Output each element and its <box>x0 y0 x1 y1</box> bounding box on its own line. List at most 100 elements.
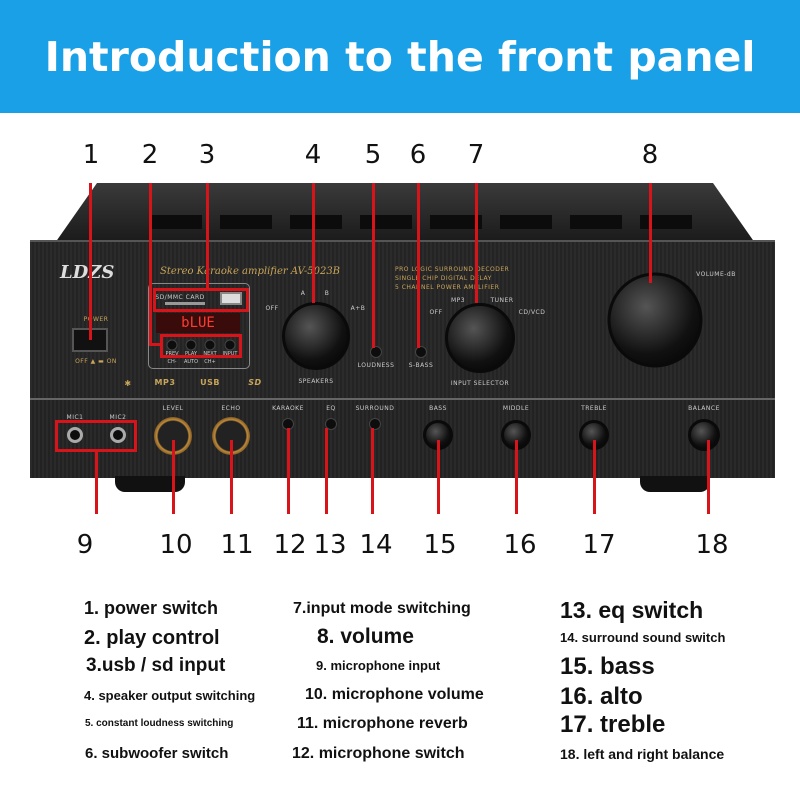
callout-number: 15 <box>423 530 457 560</box>
legend-item: 17. treble <box>560 711 666 738</box>
speakers-knob[interactable] <box>282 302 350 370</box>
input-label: INPUT <box>222 351 238 357</box>
callout-number: 7 <box>467 140 485 170</box>
next-button[interactable] <box>204 339 216 351</box>
callout-number: 14 <box>359 530 393 560</box>
speaker-pos: OFF <box>265 305 279 312</box>
callout-line-6 <box>417 183 420 348</box>
brand-logo: LDZS <box>60 262 115 283</box>
surround-label: SURROUND <box>355 405 395 412</box>
legend-item: 8. volume <box>317 625 414 648</box>
callout-number: 11 <box>220 530 254 560</box>
feature-text: PRO LOGIC SURROUND DECODER <box>395 266 510 273</box>
legend-item: 12. microphone switch <box>292 745 465 762</box>
callout-line-5 <box>372 183 375 348</box>
legend-item: 15. bass <box>560 653 655 680</box>
legend-item: 14. surround sound switch <box>560 630 726 645</box>
amplifier-top-cover <box>55 183 755 243</box>
callout-number: 9 <box>76 530 94 560</box>
legend-item: 2. play control <box>84 627 220 649</box>
callout-number: 18 <box>695 530 729 560</box>
legend-item: 13. eq switch <box>560 597 704 623</box>
callout-line-7 <box>475 183 478 303</box>
speaker-pos: A <box>300 290 306 297</box>
speaker-pos: A+B <box>350 305 366 312</box>
callout-line-18 <box>707 440 710 514</box>
mp3-logo: MP3 <box>154 378 176 387</box>
volume-label: VOLUME-dB <box>696 271 736 278</box>
foot <box>115 476 185 492</box>
echo-label: ECHO <box>221 405 241 412</box>
input-pos: MP3 <box>450 297 466 304</box>
mic1-jack[interactable] <box>67 427 83 443</box>
power-label: POWER <box>83 316 109 323</box>
callout-number: 3 <box>198 140 216 170</box>
surround-button[interactable] <box>369 418 381 430</box>
middle-label: MIDDLE <box>502 405 530 412</box>
foot <box>640 476 710 492</box>
power-states: OFF ▲ ▬ ON <box>75 358 117 365</box>
vent <box>430 215 482 229</box>
usb-port[interactable] <box>220 292 242 305</box>
legend-item: 18. left and right balance <box>560 746 725 762</box>
input-selector-knob[interactable] <box>445 303 515 373</box>
callout-line-15 <box>437 440 440 514</box>
callout-line-2 <box>149 183 152 345</box>
vent <box>500 215 552 229</box>
eq-label: EQ <box>326 405 336 412</box>
ch-plus-label: CH+ <box>204 359 216 365</box>
mic2-label: MIC2 <box>109 414 127 421</box>
bass-label: BASS <box>429 405 447 412</box>
callout-line-10 <box>172 440 175 514</box>
mic2-jack[interactable] <box>110 427 126 443</box>
play-control-highlight <box>160 334 242 358</box>
karaoke-label: KARAOKE <box>272 405 304 412</box>
prev-button[interactable] <box>166 339 178 351</box>
balance-label: BALANCE <box>688 405 720 412</box>
vent <box>640 215 692 229</box>
eq-button[interactable] <box>325 418 337 430</box>
vent <box>290 215 342 229</box>
legend-item: 6. subwoofer switch <box>85 745 229 762</box>
callout-line-3 <box>206 183 209 289</box>
legend-item: 16. alto <box>560 683 643 710</box>
callout-line-2 <box>149 343 161 346</box>
level-label: LEVEL <box>162 405 184 412</box>
usb-sd-highlight <box>153 288 249 312</box>
mic1-label: MIC1 <box>66 414 84 421</box>
loudness-label: LOUDNESS <box>357 362 395 369</box>
play-label: PLAY <box>184 351 198 357</box>
ch-minus-label: CH- <box>167 359 177 365</box>
loudness-button[interactable] <box>370 346 382 358</box>
play-button[interactable] <box>185 339 197 351</box>
input-button[interactable] <box>224 339 236 351</box>
sd-card-slot[interactable] <box>165 302 205 305</box>
bluetooth-icon: ✱ <box>124 379 132 388</box>
media-player-module <box>148 283 250 369</box>
s-bass-label: S-BASS <box>408 362 434 369</box>
callout-number: 6 <box>409 140 427 170</box>
prev-label: PREV <box>165 351 179 357</box>
callout-line-17 <box>593 440 596 514</box>
callout-number: 8 <box>641 140 659 170</box>
legend-item: 10. microphone volume <box>305 686 484 703</box>
legend-item: 4. speaker output switching <box>84 688 256 703</box>
callout-number: 1 <box>82 140 100 170</box>
feature-text: SINGLE CHIP DIGITAL DELAY <box>395 275 492 282</box>
volume-knob[interactable] <box>607 272 703 368</box>
input-pos: OFF <box>429 309 443 316</box>
callout-line-1 <box>89 183 92 340</box>
callout-line-4 <box>312 183 315 303</box>
callout-number: 17 <box>582 530 616 560</box>
speakers-label: SPEAKERS <box>298 378 334 385</box>
balance-knob[interactable] <box>688 419 720 451</box>
callout-number: 5 <box>364 140 382 170</box>
callout-number: 2 <box>141 140 159 170</box>
sd-card-label: SD/MMC CARD <box>155 294 205 301</box>
legend-item: 1. power switch <box>84 598 219 618</box>
callout-number: 4 <box>304 140 322 170</box>
callout-line-13 <box>325 428 328 514</box>
callout-line-14 <box>371 428 374 514</box>
treble-knob[interactable] <box>579 420 609 450</box>
s-bass-button[interactable] <box>415 346 427 358</box>
